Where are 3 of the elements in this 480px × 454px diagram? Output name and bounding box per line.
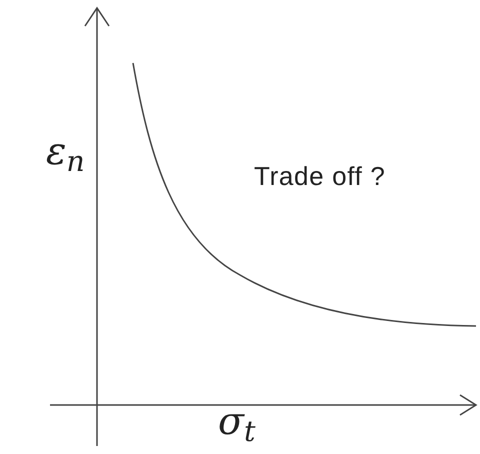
y-axis-label: ε$_{n}$: [46, 132, 85, 170]
annotation-note: Trade off ?: [254, 163, 386, 189]
x-axis-label: σ$_{t}$: [218, 402, 256, 440]
